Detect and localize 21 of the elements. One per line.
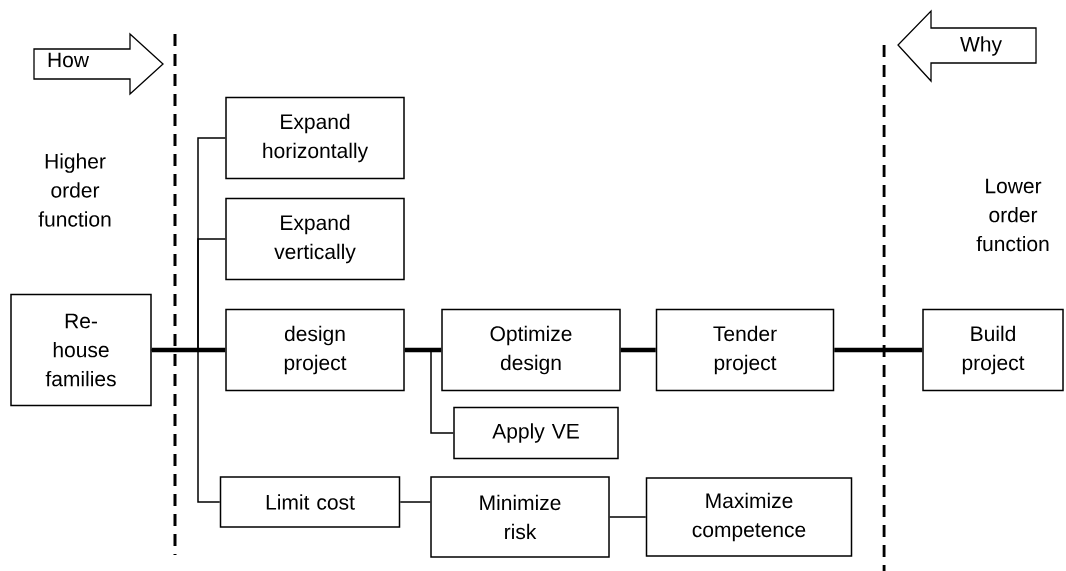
- function-box: Optimize design: [441, 308, 621, 392]
- function-box: Expand horizontally: [225, 96, 405, 180]
- connector-line: [404, 347, 442, 353]
- function-box: Minimize risk: [430, 476, 610, 558]
- function-box: Apply VE: [453, 406, 619, 460]
- function-box: Limit cost: [219, 476, 401, 528]
- function-box: Expand vertically: [225, 197, 405, 281]
- function-label: Lower order function: [976, 178, 1049, 252]
- connector-line: [151, 349, 221, 503]
- connector-line: [151, 347, 226, 353]
- function-box: Re-house families: [10, 293, 152, 407]
- function-box: Tender project: [655, 308, 835, 392]
- connector-line: [404, 349, 454, 434]
- function-box: design project: [225, 308, 405, 392]
- function-label: Higher order function: [38, 153, 111, 227]
- function-box: Maximize competence: [645, 477, 853, 557]
- connector-line: [620, 347, 656, 353]
- connector-line: [834, 347, 923, 353]
- function-box: Build project: [922, 308, 1064, 392]
- connector-line: [609, 516, 647, 518]
- connector-line: [399, 501, 431, 503]
